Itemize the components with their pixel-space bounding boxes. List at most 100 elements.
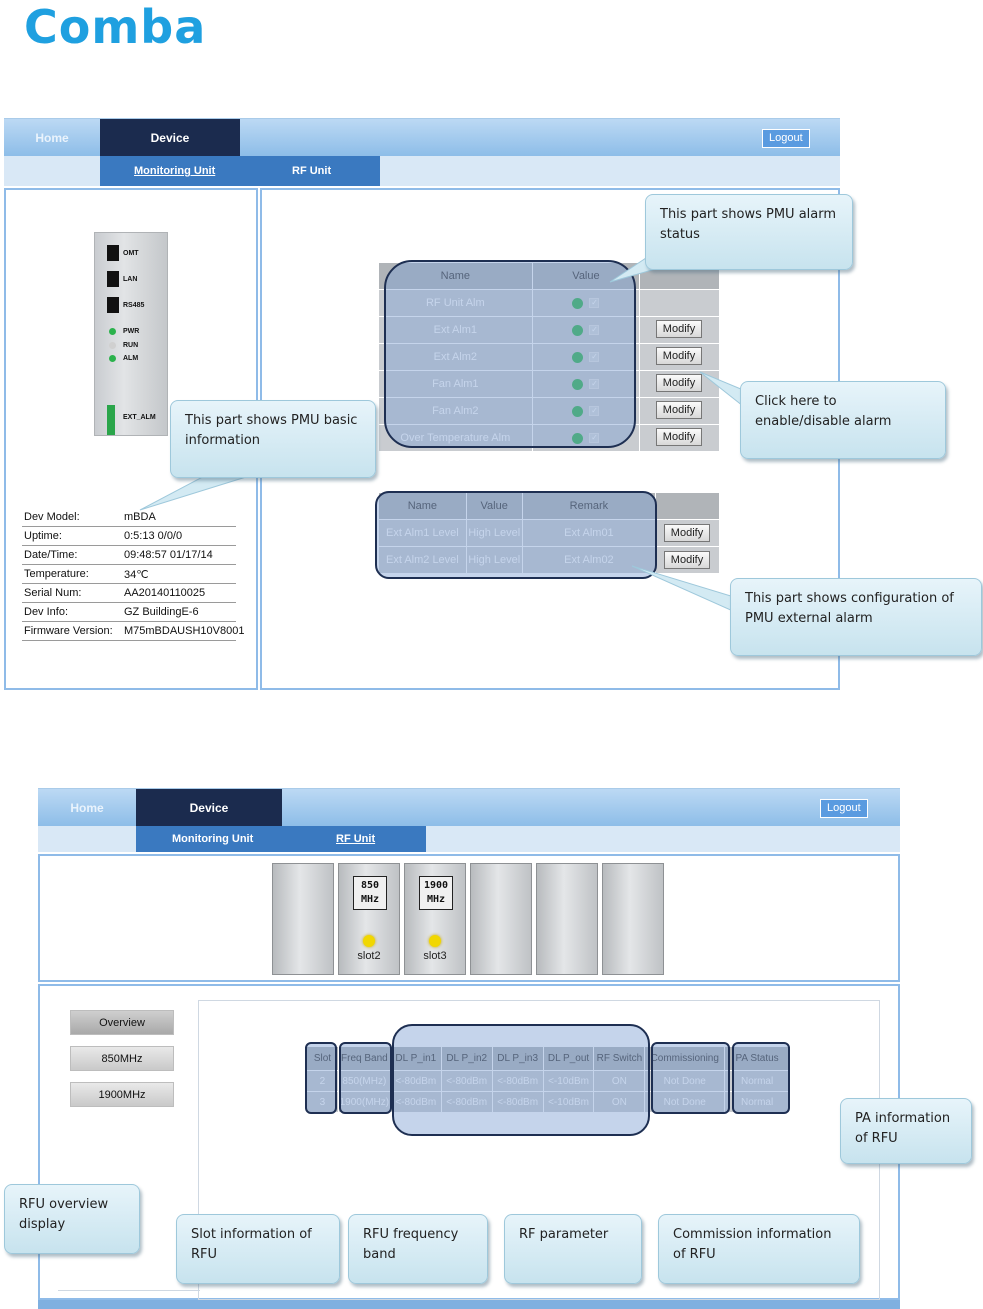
modify-button[interactable]: Modify [656,401,702,419]
logout-button[interactable]: Logout [762,129,810,148]
rfu-cell: <-80dBm [440,1070,493,1092]
sidebar-button[interactable]: Overview [70,1010,174,1035]
subtab-rf-unit[interactable]: RF Unit [292,165,332,177]
slot-status-led-icon [363,935,375,947]
info-key: Date/Time: [24,549,78,561]
sidebar-button[interactable]: 850MHz [70,1046,174,1071]
rfu-cell: <-10dBm [542,1091,595,1113]
top-nav-bar: Home Device Logout [4,118,840,157]
info-value: 34℃ [124,569,149,581]
callout-enable-disable: Click here to enable/disable alarm [740,381,946,459]
subtab-monitoring-unit-2[interactable]: Monitoring Unit [172,833,254,845]
rfu-col-header: Commissioning [644,1046,726,1071]
callout-commission: Commission information of RFU [658,1214,860,1284]
slot-name: slot2 [357,950,381,962]
commission-column-highlight [651,1042,730,1114]
alarm-ok-led-icon [572,432,584,444]
tab-home-2[interactable]: Home [70,801,104,815]
callout-ext-config: This part shows configuration of PMU ext… [730,578,982,656]
rfu-slot[interactable]: 1900 MHz slot3 [404,863,466,975]
rfu-cell: <-80dBm [389,1070,442,1092]
led-label-alm: ALM [123,355,139,362]
rfu-col-header: DL P_in2 [440,1046,493,1071]
rfu-slot[interactable] [470,863,532,975]
rfu-cell: Not Done [644,1070,726,1092]
modify-button[interactable]: Modify [656,374,702,392]
sidebar-divider [58,1290,200,1291]
rfu-col-header: DL P_in3 [491,1046,544,1071]
pwr-led-icon [109,328,116,335]
modify-button[interactable]: Modify [664,524,710,542]
tab-device[interactable]: Device [100,119,240,157]
rfu-slot[interactable] [272,863,334,975]
rf-param-highlight [392,1024,650,1136]
alarm-action-cell [639,289,720,317]
alarm-value: ✓ [531,343,641,371]
info-value: 09:48:57 01/17/14 [124,549,213,561]
info-row: Firmware Version: M75mBDAUSH10V8001 [22,622,244,641]
info-row: Uptime:0:5:13 0/0/0 [22,527,236,546]
comba-logo: Comba [24,0,207,54]
slot-column-highlight [305,1042,337,1114]
rfu-slot[interactable] [602,863,664,975]
rfu-slot[interactable] [536,863,598,975]
alarm-enable-checkbox[interactable]: ✓ [589,406,600,417]
port-label-omt: OMT [123,250,139,257]
callout-freq-band: RFU frequency band [348,1214,488,1284]
info-key: Temperature: [24,568,89,580]
alarm-status-highlight [384,260,636,448]
alarm-value: ✓ [531,316,641,344]
sub-nav-bar: Monitoring Unit RF Unit [100,156,380,186]
info-key: Serial Num: [24,587,82,599]
lan-port-icon [107,271,119,287]
slot-band-label: 1900 MHz [419,876,453,910]
rfu-cell: Not Done [644,1091,726,1113]
rfu-cell: <-80dBm [491,1070,544,1092]
rfu-cell: Normal [724,1091,790,1113]
sidebar-button[interactable]: 1900MHz [70,1082,174,1107]
ext-value: High Level [465,546,523,574]
rfu-col-header: Freq Band [337,1046,391,1071]
rs485-port-icon [107,297,119,313]
port-label-lan: LAN [123,276,138,283]
modify-button[interactable]: Modify [656,347,702,365]
tab-device-2[interactable]: Device [136,789,282,827]
alarm-ok-led-icon [572,378,584,390]
info-row: Temperature: 34℃ [22,565,236,584]
rfu-cell: <-10dBm [542,1070,595,1092]
callout-slot-info: Slot information of RFU [176,1214,340,1284]
table-row: Ext Alm2✓ [378,343,720,371]
freq-column-highlight [339,1042,392,1114]
info-row: Dev Info:GZ BuildingE-6 [22,603,236,622]
tab-home[interactable]: Home [35,131,69,145]
alarm-enable-checkbox[interactable]: ✓ [589,298,600,309]
alarm-enable-checkbox[interactable]: ✓ [589,325,600,336]
callout-basic-info: This part shows PMU basic information [170,400,376,478]
slot-name: slot3 [423,950,447,962]
info-row: Serial Num: AA20140110025 [22,584,236,603]
alarm-ok-led-icon [572,324,584,336]
subtab-monitoring-unit[interactable]: Monitoring Unit [134,165,216,177]
alarm-enable-checkbox[interactable]: ✓ [589,379,600,390]
info-value: M75mBDAUSH10V8001 [124,625,245,637]
modify-button[interactable]: Modify [656,320,702,338]
logout-button-2[interactable]: Logout [820,799,868,818]
alarm-name: Ext Alm1 [378,316,533,344]
ext-name: Ext Alm2 Level [378,546,467,574]
rfu-col-header: DL P_in1 [389,1046,442,1071]
subtab-rf-unit-2[interactable]: RF Unit [336,833,376,845]
modify-button[interactable]: Modify [656,428,702,446]
slot-status-led-icon [429,935,441,947]
info-key: Firmware Version: [24,625,113,637]
alarm-enable-checkbox[interactable]: ✓ [589,352,600,363]
alm-led-icon [109,355,116,362]
modify-button[interactable]: Modify [664,551,710,569]
info-value: AA20140110025 [124,587,206,599]
rfu-col-header: DL P_out [542,1046,595,1071]
alarm-enable-checkbox[interactable]: ✓ [589,433,600,444]
alarm-name: RF Unit Alm [378,289,533,317]
alarm-ok-led-icon [572,405,584,417]
